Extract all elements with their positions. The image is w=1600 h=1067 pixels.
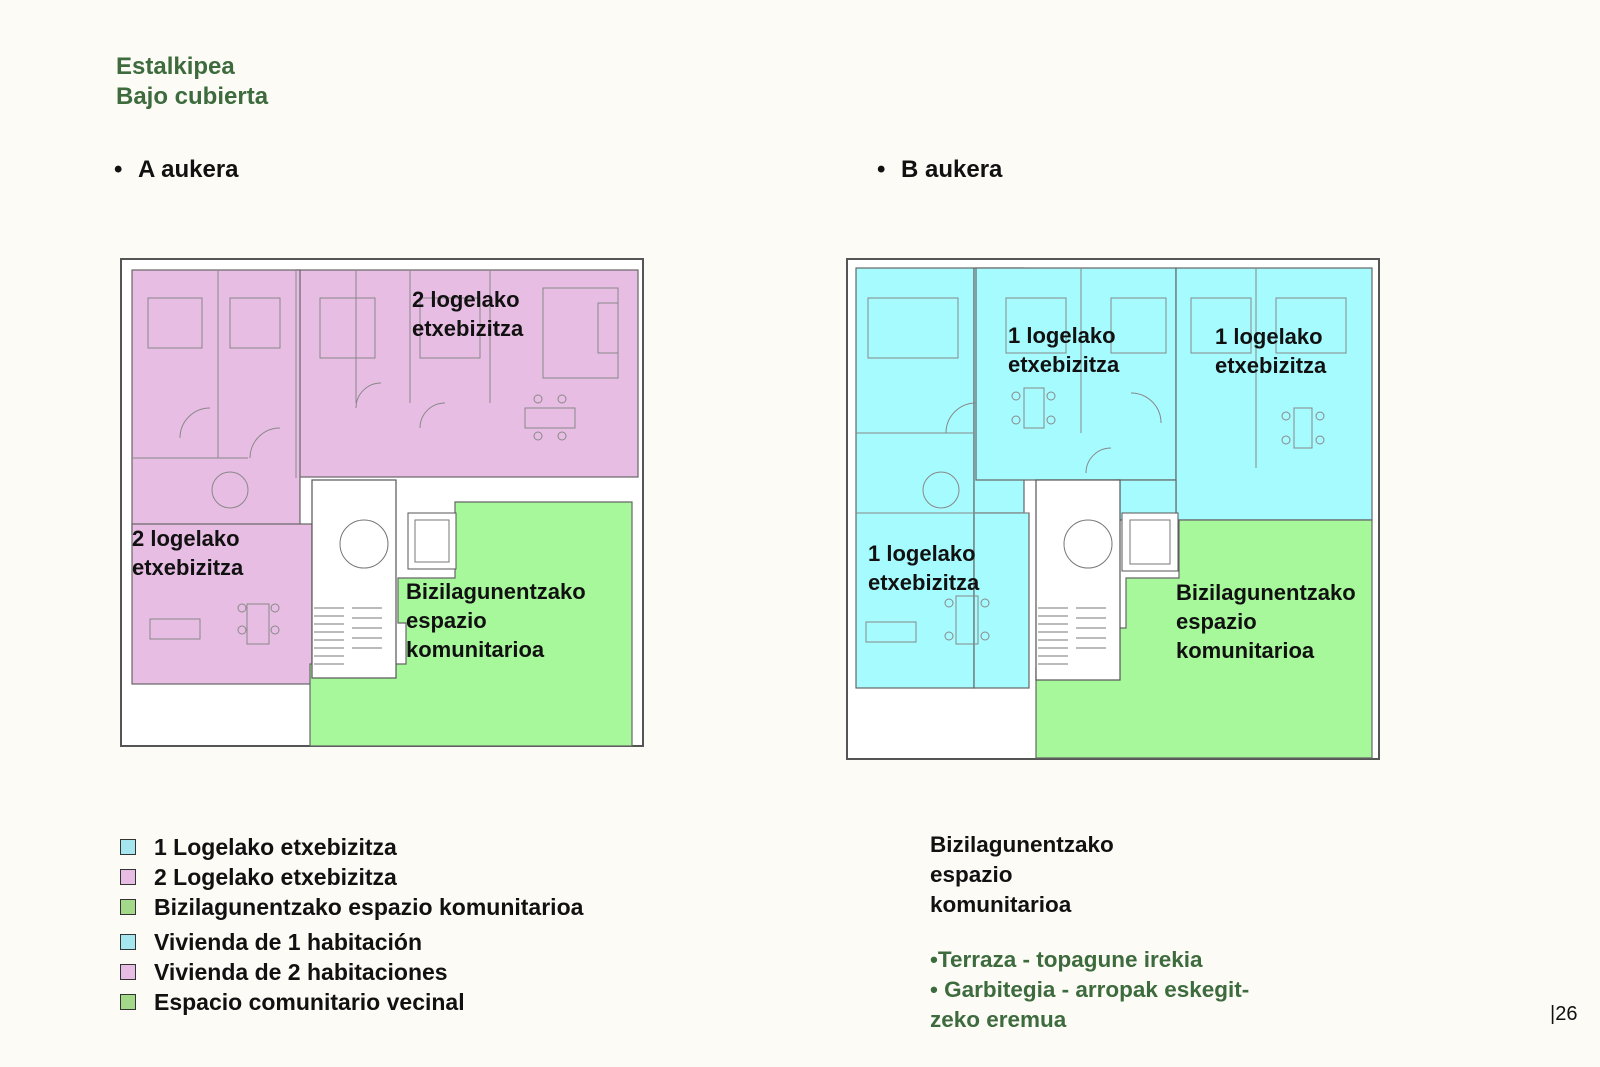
legend-swatch-common <box>120 899 136 915</box>
plan-b-label-1room-left-line1: 1 logelako <box>868 541 976 566</box>
plan-a-label-2room-left-line2: etxebizitza <box>132 555 244 580</box>
option-b-label: B aukera <box>901 156 1003 183</box>
legend-label: Bizilagunentzako espazio komunitarioa <box>154 893 584 920</box>
plan-b-label-1room-mid-line2: etxebizitza <box>1008 352 1120 377</box>
plan-a-label-common-line2: espazio <box>406 608 487 633</box>
option-a-heading: •A aukera <box>114 156 239 183</box>
legend-label: Vivienda de 1 habitación <box>154 928 422 955</box>
legend-swatch-2room <box>120 964 136 980</box>
plan-a-label-2room-left-line1: 2 logelako <box>132 526 240 551</box>
page-title: Estalkipea Bajo cubierta <box>116 52 268 112</box>
plan-a-stair-core <box>311 479 397 679</box>
legend-swatch-1room <box>120 934 136 950</box>
plan-a-label-2room-top-line2: etxebizitza <box>412 316 524 341</box>
plan-a-2room-left-area <box>131 269 301 535</box>
legend-item: 2 Logelako etxebizitza <box>120 862 583 892</box>
plan-b-1room-mid-area <box>975 267 1177 481</box>
plan-b-label-common-line2: espazio <box>1176 609 1257 634</box>
info-line: Bizilagunentzako <box>930 832 1114 857</box>
legend-item: Vivienda de 1 habitación <box>120 927 465 957</box>
plan-a-label-2room-top-line1: 2 logelako <box>412 287 520 312</box>
legend-label: Espacio comunitario vecinal <box>154 988 465 1015</box>
option-b-heading: •B aukera <box>877 156 1003 183</box>
legend-swatch-2room <box>120 869 136 885</box>
legend-swatch-1room <box>120 839 136 855</box>
plan-b-label-common-line3: komunitarioa <box>1176 638 1315 663</box>
plan-a-label-common-line3: komunitarioa <box>406 637 545 662</box>
plan-a-2room-top-area <box>295 269 639 478</box>
plan-a-common-area <box>309 501 633 747</box>
title-basque: Estalkipea <box>116 53 235 80</box>
legend-basque: 1 Logelako etxebizitza 2 Logelako etxebi… <box>120 832 583 922</box>
legend-spanish: Vivienda de 1 habitación Vivienda de 2 h… <box>120 927 465 1017</box>
legend-item: 1 Logelako etxebizitza <box>120 832 583 862</box>
common-space-notes: •Terraza - topagune irekia • Garbitegia … <box>930 945 1249 1035</box>
legend-label: 2 Logelako etxebizitza <box>154 863 397 890</box>
option-a-label: A aukera <box>138 156 239 183</box>
legend-item: Bizilagunentzako espazio komunitarioa <box>120 892 583 922</box>
legend-label: Vivienda de 2 habitaciones <box>154 958 448 985</box>
note-line: • Garbitegia - arropak eskegit- <box>930 977 1250 1002</box>
plan-b-label-1room-right-line2: etxebizitza <box>1215 353 1327 378</box>
floor-plan-option-b: 1 logelako etxebizitza 1 logelako etxebi… <box>846 258 1380 760</box>
plan-a-label-common-line1: Bizilagunentzako <box>406 579 586 604</box>
info-line: komunitarioa <box>930 892 1072 917</box>
title-spanish: Bajo cubierta <box>116 83 269 110</box>
plan-b-label-1room-right-line1: 1 logelako <box>1215 324 1323 349</box>
legend-swatch-common <box>120 994 136 1010</box>
legend-label: 1 Logelako etxebizitza <box>154 833 397 860</box>
plan-b-label-1room-mid-line1: 1 logelako <box>1008 323 1116 348</box>
common-space-heading: Bizilagunentzako espazio komunitarioa <box>930 830 1114 920</box>
page-number: |26 <box>1550 1003 1578 1025</box>
legend-item: Vivienda de 2 habitaciones <box>120 957 465 987</box>
floor-plan-option-a: 2 logelako etxebizitza 2 logelako etxebi… <box>120 258 644 747</box>
plan-b-stair-core <box>1035 479 1121 681</box>
plan-b-label-common-line1: Bizilagunentzako <box>1176 580 1356 605</box>
info-line: espazio <box>930 862 1013 887</box>
legend-item: Espacio comunitario vecinal <box>120 987 465 1017</box>
note-line: •Terraza - topagune irekia <box>930 947 1203 972</box>
plan-b-label-1room-left-line2: etxebizitza <box>868 570 980 595</box>
note-line: zeko eremua <box>930 1007 1067 1032</box>
plan-b-1room-right-area <box>1175 267 1373 521</box>
